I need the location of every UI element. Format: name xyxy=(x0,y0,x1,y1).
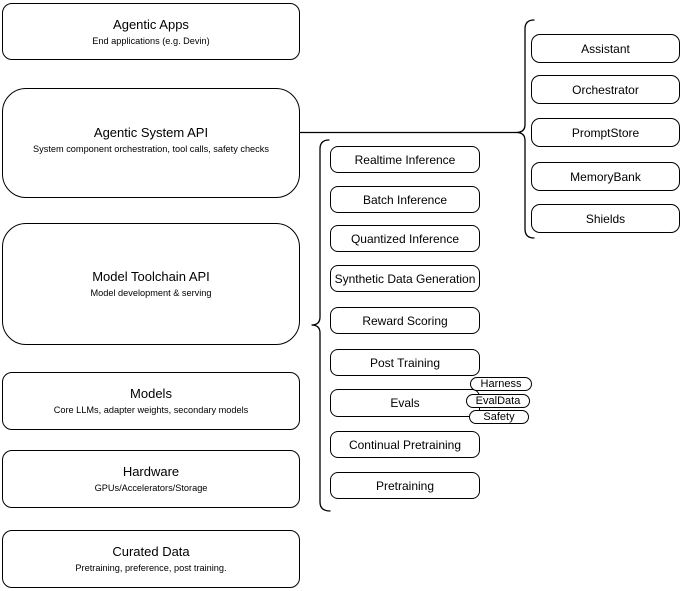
layer-title: Agentic Apps xyxy=(113,16,189,32)
component-box-promptstore: PromptStore xyxy=(531,118,680,147)
layer-subtitle: End applications (e.g. Devin) xyxy=(92,35,210,46)
component-box-orchestrator: Orchestrator xyxy=(531,75,680,104)
layer-box-model-toolchain-api: Model Toolchain API Model development & … xyxy=(2,223,300,345)
evals-tag-harness: Harness xyxy=(470,377,532,391)
layer-title: Model Toolchain API xyxy=(92,269,210,284)
toolchain-box-realtime-inference: Realtime Inference xyxy=(330,146,480,173)
toolchain-box-post-training: Post Training xyxy=(330,349,480,376)
toolchain-box-pretraining: Pretraining xyxy=(330,472,480,499)
evals-tag-evaldata: EvalData xyxy=(466,394,530,408)
layer-title: Hardware xyxy=(122,464,180,479)
layer-subtitle: Core LLMs, adapter weights, secondary mo… xyxy=(53,405,249,415)
layer-box-agentic-apps: Agentic Apps End applications (e.g. Devi… xyxy=(2,3,300,60)
layer-title: Agentic System API xyxy=(93,125,209,140)
component-box-assistant: Assistant xyxy=(531,34,680,63)
toolchain-box-batch-inference: Batch Inference xyxy=(330,186,480,213)
toolchain-box-quantized-inference: Quantized Inference xyxy=(330,225,480,252)
layer-title: Curated Data xyxy=(112,544,190,559)
toolchain-box-continual-pretraining: Continual Pretraining xyxy=(330,431,480,458)
system-components-brace xyxy=(516,19,535,239)
toolchain-box-synthetic-data-generation: Synthetic Data Generation xyxy=(330,265,480,292)
toolchain-box-evals: Evals xyxy=(330,389,480,417)
toolchain-box-reward-scoring: Reward Scoring xyxy=(330,307,480,334)
toolchain-brace xyxy=(311,139,331,512)
layer-box-agentic-system-api: Agentic System API System component orch… xyxy=(2,88,300,198)
layer-subtitle: Model development & serving xyxy=(90,288,212,298)
component-box-shields: Shields xyxy=(531,204,680,233)
layer-subtitle: GPUs/Accelerators/Storage xyxy=(94,483,208,493)
layer-box-hardware: Hardware GPUs/Accelerators/Storage xyxy=(2,450,300,508)
evals-tag-safety: Safety xyxy=(469,410,529,424)
layer-subtitle: Pretraining, preference, post training. xyxy=(75,563,227,573)
layer-subtitle: System component orchestration, tool cal… xyxy=(33,144,269,154)
layer-box-models: Models Core LLMs, adapter weights, secon… xyxy=(2,372,300,430)
layer-title: Models xyxy=(130,386,172,401)
component-box-memorybank: MemoryBank xyxy=(531,162,680,191)
layer-box-curated-data: Curated Data Pretraining, preference, po… xyxy=(2,530,300,588)
